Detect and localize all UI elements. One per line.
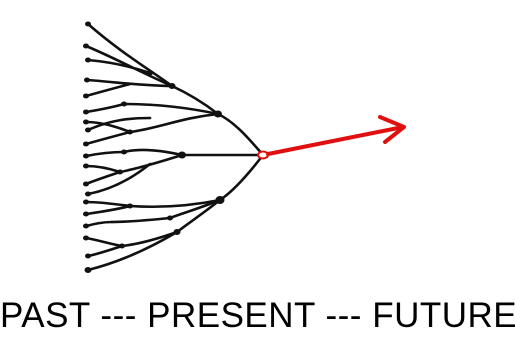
branch-lower-5 (110, 216, 172, 224)
branch-lower-9 (86, 244, 124, 258)
arrow-right-icon (266, 115, 406, 156)
branch-lower-7 (120, 230, 179, 248)
branch-mid-4 (84, 164, 122, 174)
branch-mid-6 (86, 162, 152, 196)
branch-lower-6 (84, 220, 114, 228)
branch-lower-8 (84, 236, 124, 248)
branch-upper-5 (84, 82, 132, 98)
branch-upper-3 (86, 58, 152, 75)
branch-lower-10 (86, 230, 179, 272)
arrow-head (378, 115, 406, 144)
lower-main-branch (175, 153, 265, 234)
branch-lower-1 (128, 198, 222, 209)
branch-upper-6 (122, 102, 220, 116)
branch-mid-1 (122, 148, 184, 157)
branch-upper-11 (86, 116, 152, 132)
branch-mid-5 (84, 170, 122, 186)
branch-lower-3 (84, 204, 132, 216)
branch-lower-2 (84, 200, 132, 208)
branch-nodes (83, 21, 225, 273)
branching-tree-icon (84, 22, 265, 272)
branch-upper-1 (86, 22, 174, 88)
branch-lower-4 (168, 198, 222, 220)
branch-upper-8 (128, 112, 220, 134)
branch-upper-10 (84, 130, 132, 146)
timeline-caption: PAST --- PRESENT --- FUTURE (0, 296, 515, 335)
branch-upper-9 (84, 120, 132, 134)
branch-upper-7 (84, 102, 126, 114)
branch-mid-2 (84, 150, 126, 158)
arrow-shaft (266, 125, 405, 156)
